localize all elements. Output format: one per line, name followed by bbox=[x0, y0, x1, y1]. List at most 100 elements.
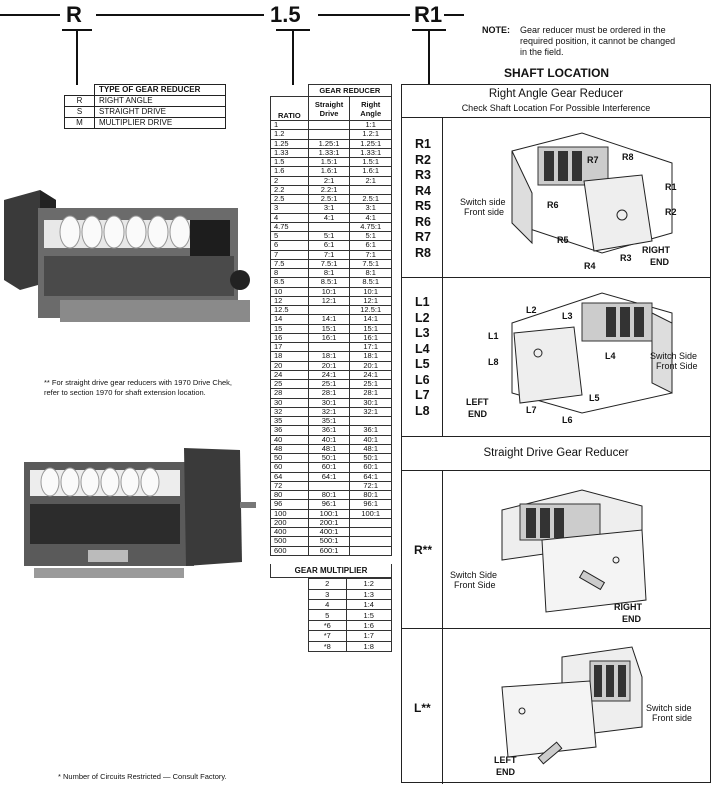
right-angle-cell: 50:1 bbox=[349, 452, 392, 464]
straight-drive-cell: 48:1 bbox=[307, 443, 351, 455]
multiplier-ratio-cell: 1:6 bbox=[345, 619, 393, 632]
ratio-cell: 7 bbox=[270, 249, 309, 260]
ratio-cell: 15 bbox=[270, 323, 309, 334]
ratio-table-block: GEAR REDUCER RATIO Straight Drive Right … bbox=[270, 84, 393, 653]
straight-drive-column-header: Straight Drive bbox=[307, 96, 351, 121]
ratio-cell: 64 bbox=[270, 471, 309, 482]
ratio-cell: 3 bbox=[270, 203, 309, 214]
straight-drive-cell: 100:1 bbox=[307, 508, 351, 519]
right-angle-title: Right Angle Gear Reducer bbox=[488, 88, 624, 100]
straight-drive-cell: 3:1 bbox=[307, 203, 351, 214]
right-angle-cell bbox=[349, 526, 392, 538]
ratio-cell: 1.25 bbox=[270, 138, 309, 149]
ratio-cell: 200 bbox=[270, 517, 309, 529]
straight-drive-cell: 600:1 bbox=[307, 545, 351, 556]
straight-drive-cell: 7.5:1 bbox=[307, 258, 351, 270]
right-angle-cell: 18:1 bbox=[349, 351, 392, 362]
right-angle-cell: 16:1 bbox=[349, 332, 392, 344]
right-angle-cell bbox=[349, 545, 392, 556]
ratio-cell: 28 bbox=[270, 388, 309, 399]
straight-drive-cell: 18:1 bbox=[307, 351, 351, 362]
ratio-cell: 600 bbox=[270, 545, 309, 556]
straight-drive-cell: 30:1 bbox=[307, 397, 351, 408]
right-angle-cell: 5:1 bbox=[349, 230, 392, 242]
ratio-cell: 72 bbox=[270, 480, 309, 492]
ratio-cell: 2 bbox=[270, 175, 309, 186]
gear-multiplier-header-table: GEAR MULTIPLIER bbox=[270, 555, 392, 579]
gear-multiplier-header: GEAR MULTIPLIER bbox=[270, 555, 392, 579]
straight-drive-cell: 5:1 bbox=[307, 230, 351, 242]
ratio-cell: 8.5 bbox=[270, 277, 309, 288]
right-angle-cell: 10:1 bbox=[349, 286, 392, 297]
straight-drive-cell: 64:1 bbox=[307, 471, 351, 482]
ratio-cell: 16 bbox=[270, 332, 309, 344]
code-ratio-value: 1.5 bbox=[270, 2, 301, 27]
straight-drive-cell: 8:1 bbox=[307, 267, 351, 279]
straight-drive-title: Straight Drive Gear Reducer bbox=[483, 447, 629, 459]
straight-drive-cell: 400:1 bbox=[307, 526, 351, 538]
straight-drive-cell bbox=[307, 119, 351, 131]
straight-drive-cell: 25:1 bbox=[307, 378, 351, 390]
straight-drive-cell: 20:1 bbox=[307, 360, 351, 371]
right-angle-cell bbox=[349, 536, 392, 547]
multiplier-factor-cell: 5 bbox=[308, 609, 347, 621]
straight-drive-cell: 1.25:1 bbox=[307, 138, 351, 149]
shaft-location-box: Right Angle Gear Reducer Check Shaft Loc… bbox=[401, 84, 711, 784]
multiplier-ratio-cell: 1:5 bbox=[345, 609, 393, 621]
multiplier-ratio-cell: 1:2 bbox=[345, 578, 393, 590]
straight-drive-cell: 2.2:1 bbox=[307, 184, 351, 196]
right-angle-cell: 1.5:1 bbox=[349, 156, 392, 168]
right-angle-cell: 8:1 bbox=[349, 267, 392, 279]
ratio-cell: 18 bbox=[270, 351, 309, 362]
r-code-list: R1 R2 R3 R4 R5 R6 R7 R8 bbox=[415, 137, 431, 260]
multiplier-ratio-cell: 1:8 bbox=[345, 640, 393, 653]
ratio-cell: 12.5 bbox=[270, 304, 309, 316]
right-angle-cell: 24:1 bbox=[349, 369, 392, 381]
straight-drive-cell: 40:1 bbox=[307, 434, 351, 445]
ratio-cell: 20 bbox=[270, 360, 309, 371]
right-angle-cell: 32:1 bbox=[349, 406, 392, 418]
table-row: S STRAIGHT DRIVE bbox=[64, 106, 226, 118]
right-angle-cell: 20:1 bbox=[349, 360, 392, 371]
code-type-letter: R bbox=[66, 2, 82, 27]
straight-drive-cell bbox=[307, 341, 351, 353]
right-angle-cell: 96:1 bbox=[349, 499, 392, 510]
gear-reducer-ratio-table: GEAR REDUCER RATIO Straight Drive Right … bbox=[270, 84, 393, 556]
note-label: NOTE: bbox=[482, 25, 510, 35]
ratio-cell: 100 bbox=[270, 508, 309, 519]
straight-drive-cell bbox=[307, 304, 351, 316]
straight-drive-cell: 10:1 bbox=[307, 286, 351, 297]
straight-drive-unit-photo bbox=[4, 440, 258, 590]
straight-r-diagram bbox=[501, 489, 647, 613]
right-angle-cell: 60:1 bbox=[349, 462, 392, 473]
ratio-cell: 4.75 bbox=[270, 221, 309, 233]
code-shaft-location: R1 bbox=[414, 2, 443, 27]
straight-drive-cell: 14:1 bbox=[307, 314, 351, 325]
right-angle-cell: 4:1 bbox=[349, 212, 392, 223]
